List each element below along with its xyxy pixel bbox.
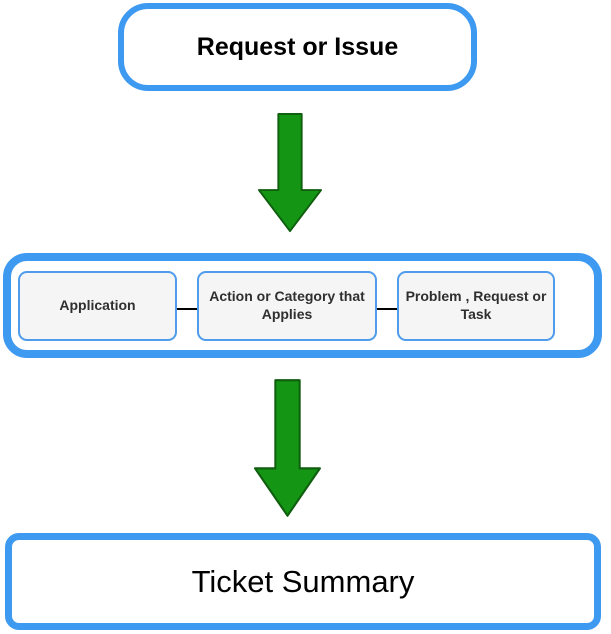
step-action-or-category-label: Action or Category that Applies bbox=[209, 288, 365, 322]
step-action-or-category: Action or Category that Applies bbox=[197, 270, 377, 341]
connector-line bbox=[377, 307, 397, 310]
end-node-label: Ticket Summary bbox=[191, 563, 415, 599]
down-arrow-icon bbox=[253, 378, 322, 518]
step-application: Application bbox=[18, 270, 177, 341]
step-application-label: Application bbox=[59, 296, 136, 313]
step-problem-request-task-label: Problem , Request or Task bbox=[405, 288, 547, 322]
connector-line bbox=[177, 307, 197, 310]
start-node-request-or-issue: Request or Issue bbox=[118, 3, 477, 91]
down-arrow-icon bbox=[257, 112, 323, 233]
start-node-label: Request or Issue bbox=[196, 32, 399, 61]
process-steps-container: Application Action or Category that Appl… bbox=[3, 253, 602, 358]
step-problem-request-task: Problem , Request or Task bbox=[397, 270, 555, 341]
end-node-ticket-summary: Ticket Summary bbox=[5, 533, 601, 630]
